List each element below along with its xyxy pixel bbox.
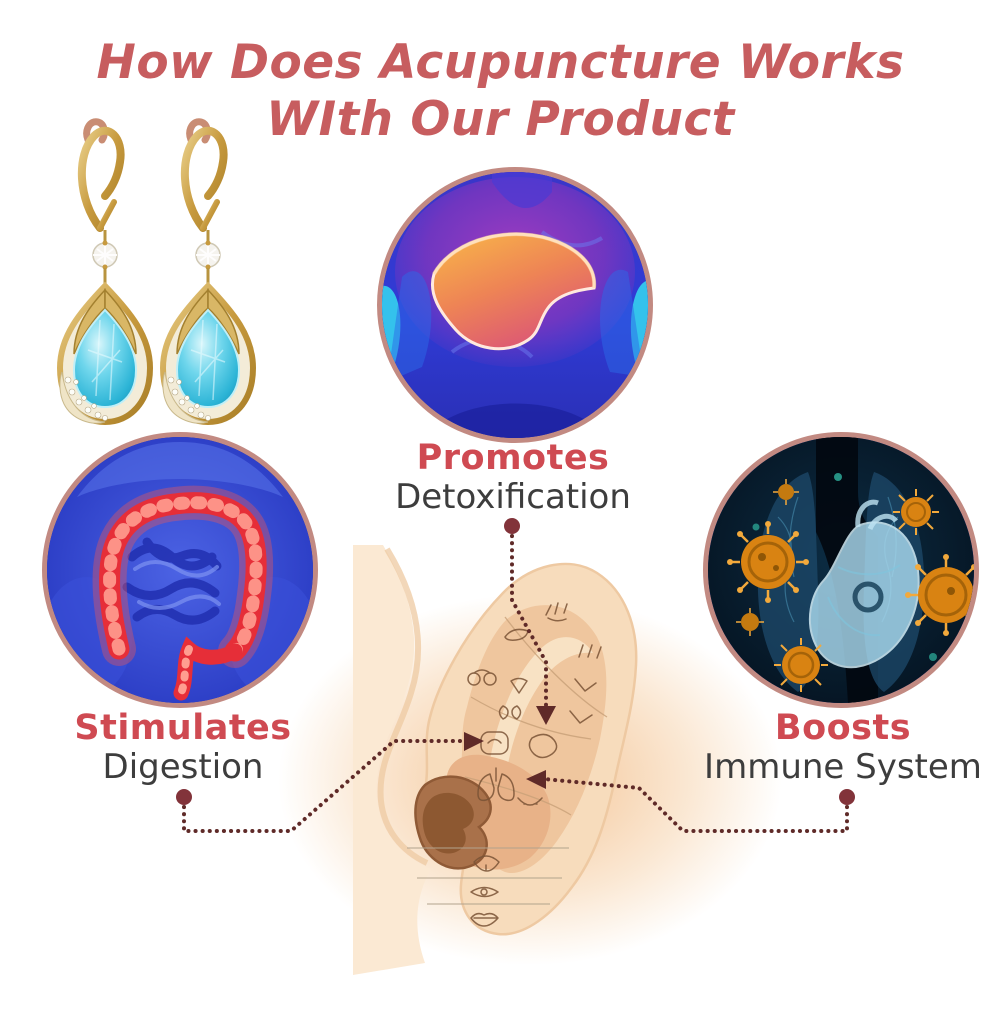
virus-particles [727,473,974,692]
page-title: How Does Acupuncture Works WIth Our Prod… [0,34,1001,148]
feature-digestion: Stimulates Digestion [23,708,343,786]
acupoint-organ-icons [467,602,602,927]
digestion-highlight-label: Stimulates [74,708,292,748]
liver-xray-scan-icon [382,172,648,438]
earring-left [56,118,154,426]
digestion-label: Digestion [102,747,264,787]
detox-highlight-label: Promotes [416,438,610,478]
title-line-1: How Does Acupuncture Works [96,35,905,90]
immune-highlight-label: Boosts [774,708,912,748]
immune-label: Immune System [704,747,982,787]
liver-image-circle [377,167,653,443]
feature-immune: Boosts Immune System [683,708,1001,786]
earring-right [159,118,257,426]
cheek-skin-fold [353,545,431,975]
title-line-2: WIth Our Product [266,92,735,147]
detox-label: Detoxification [395,477,631,517]
colon-xray-scan-icon [47,437,313,703]
ear-acupuncture-map [353,545,638,975]
immune-image-circle [703,432,979,708]
feature-detox: Promotes Detoxification [313,438,713,516]
colon-image-circle [42,432,318,708]
product-earrings-image [56,118,257,426]
heart-lungs-virus-scan-icon [708,437,974,703]
